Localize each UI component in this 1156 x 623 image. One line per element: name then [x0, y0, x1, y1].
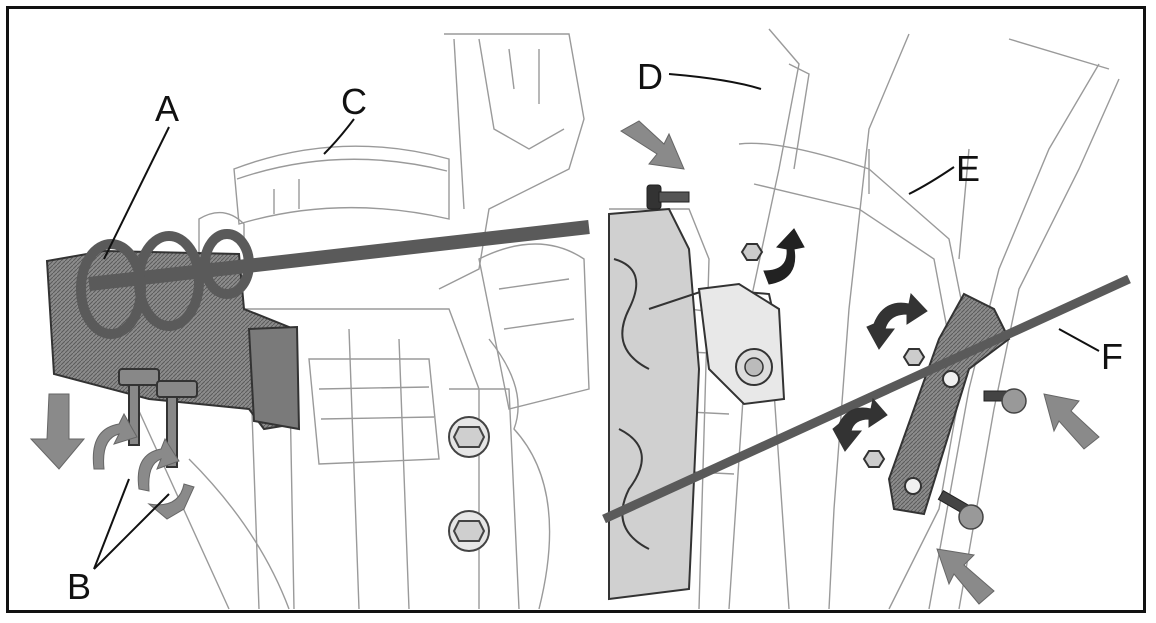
rotate-arrow-3 [147, 483, 195, 520]
down-arrow [29, 393, 86, 470]
rotate-arrow-lower [832, 397, 888, 452]
label-e: E [956, 148, 980, 189]
rotate-arrow-1 [92, 412, 138, 470]
leader-lines-right [668, 73, 1100, 352]
left-panel: A C B [29, 33, 590, 610]
bolt-top-left [646, 184, 690, 210]
nut-top [740, 243, 764, 261]
motor-block [608, 207, 701, 601]
right-panel: D E F [602, 28, 1131, 610]
connector-knob [697, 282, 786, 406]
push-arrow-right [1043, 393, 1100, 450]
label-d: D [637, 56, 663, 97]
bolt-right-lower [937, 489, 984, 530]
nut-lower [862, 450, 886, 468]
nut-middle [902, 348, 926, 366]
screw-b-1 [118, 368, 160, 446]
label-f: F [1101, 336, 1123, 377]
rotate-arrow-middle [866, 292, 928, 350]
label-a: A [155, 88, 179, 129]
cable-right [602, 274, 1131, 524]
screw-b-2 [156, 380, 198, 468]
push-arrow-bottom [936, 548, 995, 605]
bracket-f-hole-1 [942, 370, 960, 388]
housing-bolt-lower [448, 510, 490, 552]
bolt-right-upper [983, 388, 1027, 414]
housing-bolt-upper [448, 416, 490, 458]
rotate-arrow-top [763, 228, 805, 285]
push-arrow-top [620, 120, 685, 170]
bracket-a-flange [247, 325, 301, 431]
cable-left [88, 220, 590, 291]
rotate-arrow-2 [137, 437, 180, 492]
leader-lines-left [93, 118, 355, 570]
assembly-illustration: A C B [29, 9, 1131, 610]
illustration-frame: A C B [6, 6, 1146, 613]
bracket-f-hole-2 [904, 477, 922, 495]
label-b: B [67, 566, 91, 607]
label-c: C [341, 81, 367, 122]
